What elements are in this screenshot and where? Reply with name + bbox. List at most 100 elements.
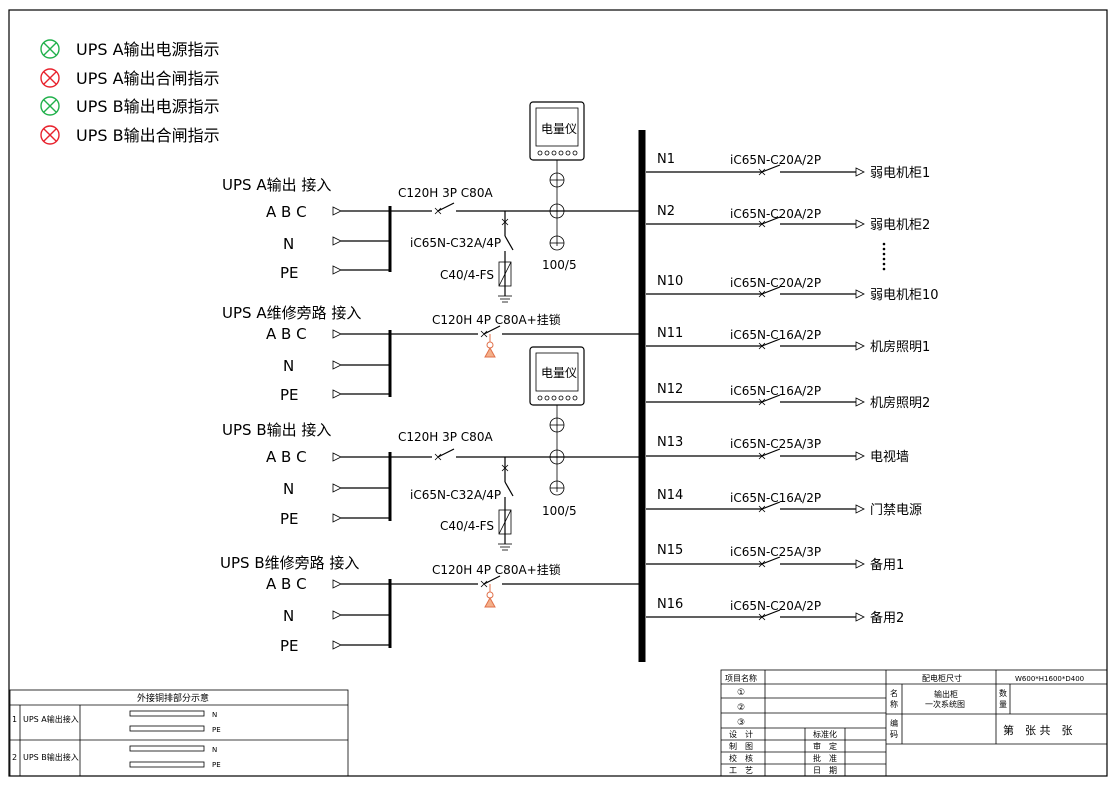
indicator-lamp-icon xyxy=(40,39,60,59)
input-title: UPS B维修旁路 接入 xyxy=(220,554,359,572)
cabinet-size-label: 配电柜尺寸 xyxy=(922,673,962,683)
feeder-breaker-label: iC65N-C20A/2P xyxy=(730,599,821,613)
terminal-arrow-icon xyxy=(855,397,865,407)
terminal-arrow-icon xyxy=(332,579,342,589)
input-ups-b-bypass: UPS B维修旁路 接入 A B C N PE C120H 4P C80A+挂锁 xyxy=(220,554,640,655)
breaker-label: C120H 4P C80A+挂锁 xyxy=(432,562,561,577)
busbar-strip xyxy=(129,710,205,717)
feeder-load: 机房照明2 xyxy=(870,395,930,411)
input-title: UPS B输出 接入 xyxy=(222,421,331,439)
phase-label-abc: A B C xyxy=(266,203,307,221)
power-meter-icon xyxy=(529,101,585,161)
phase-label-n: N xyxy=(283,357,294,375)
spd-label: C40/4-FS xyxy=(440,519,494,533)
legend-label: UPS A输出电源指示 xyxy=(76,40,220,59)
project-name-label: 项目名称 xyxy=(725,673,757,683)
feeder-id: N12 xyxy=(657,382,683,397)
role-label: 工 艺 xyxy=(729,766,753,775)
sketch-row-pe: PE xyxy=(212,726,221,734)
title-row-num: ③ xyxy=(737,718,745,728)
sketch-row-n: N xyxy=(212,746,217,754)
name-label: 名 xyxy=(890,688,898,698)
terminal-arrow-icon xyxy=(332,452,342,462)
role-label: 批 准 xyxy=(813,753,837,763)
terminal-arrow-icon xyxy=(855,167,865,177)
indicator-lamp-icon xyxy=(40,125,60,145)
spd-label: C40/4-FS xyxy=(440,268,494,282)
feeder-id: N2 xyxy=(657,204,675,219)
input-ups-a-output: UPS A输出 接入 A B C N PE C120H 3P C80A iC65 xyxy=(222,101,640,303)
feeder-id: N16 xyxy=(657,597,683,612)
role-label: 日 期 xyxy=(813,766,837,775)
current-transformer-icon xyxy=(549,449,565,465)
indicator-lamp-icon xyxy=(40,68,60,88)
current-transformer-icon xyxy=(549,203,565,219)
feeder-id: N13 xyxy=(657,435,683,450)
input-ups-b-output: UPS B输出 接入 A B C N PE C120H 3P C80A iC65… xyxy=(222,346,640,551)
phase-label-abc: A B C xyxy=(266,575,307,593)
drawing-frame xyxy=(8,9,1108,777)
phase-label-n: N xyxy=(283,480,294,498)
role-label: 校 核 xyxy=(729,753,753,763)
feeder-load: 电视墙 xyxy=(870,450,909,465)
terminal-arrow-icon xyxy=(332,329,342,339)
terminal-arrow-icon xyxy=(332,513,342,523)
feeder-breaker-label: iC65N-C20A/2P xyxy=(730,276,821,290)
feeder-load: 弱电机柜10 xyxy=(870,288,939,303)
feeder-n10: N10 iC65N-C20A/2P 弱电机柜10 xyxy=(646,274,939,303)
title-block: 项目名称 ① ② ③ 设 计 制 图 校 核 工 艺 标准化 审 定 批 准 日… xyxy=(720,669,1108,777)
meter-label: 电量仪 xyxy=(541,366,577,380)
legend-label: UPS A输出合闸指示 xyxy=(76,69,220,88)
qty-label: 数 xyxy=(999,688,1007,698)
terminal-arrow-icon xyxy=(332,236,342,246)
indicator-legend: UPS A输出电源指示 UPS A输出合闸指示 UPS B输出电源指示 UPS … xyxy=(40,39,220,145)
legend-label: UPS B输出电源指示 xyxy=(76,97,220,116)
spd-breaker-label: iC65N-C32A/4P xyxy=(410,488,501,502)
feeder-breaker-label: iC65N-C16A/2P xyxy=(730,328,821,342)
sketch-row-no: 1 xyxy=(12,715,17,724)
breaker-label: C120H 4P C80A+挂锁 xyxy=(432,312,561,327)
spd-breaker-label: iC65N-C32A/4P xyxy=(410,236,501,250)
ct-ratio-label: 100/5 xyxy=(542,504,577,518)
feeder-n16: N16 iC65N-C20A/2P 备用2 xyxy=(646,597,904,626)
feeder-load: 门禁电源 xyxy=(870,503,922,518)
feeder-breaker-label: iC65N-C25A/3P xyxy=(730,437,821,451)
busbar-sketch-table: 外接铜排部分示意 1 UPS A输出接入 N PE 2 UPS B输出接入 N … xyxy=(9,689,349,777)
feeder-breaker-label: iC65N-C20A/2P xyxy=(730,207,821,221)
breaker-label: C120H 3P C80A xyxy=(398,430,493,444)
sketch-row-pe: PE xyxy=(212,761,221,769)
feeder-load: 机房照明1 xyxy=(870,339,930,355)
drawing-name: 输出柜 xyxy=(934,689,958,699)
breaker-cross-icon xyxy=(501,218,509,226)
code-label: 码 xyxy=(890,730,898,739)
feeder-id: N15 xyxy=(657,543,683,558)
phase-label-pe: PE xyxy=(280,510,299,528)
feeder-breaker-label: iC65N-C16A/2P xyxy=(730,384,821,398)
feeder-load: 备用1 xyxy=(870,557,904,573)
phase-label-abc: A B C xyxy=(266,448,307,466)
role-label: 审 定 xyxy=(813,741,837,751)
terminal-arrow-icon xyxy=(332,265,342,275)
phase-label-abc: A B C xyxy=(266,325,307,343)
feeder-breaker-label: iC65N-C25A/3P xyxy=(730,545,821,559)
feeder-id: N14 xyxy=(657,488,683,503)
input-title: UPS A输出 接入 xyxy=(222,176,331,194)
ground-icon xyxy=(498,543,512,551)
sketch-row-name: UPS A输出接入 xyxy=(23,714,79,724)
meter-label: 电量仪 xyxy=(541,122,577,136)
role-label: 设 计 xyxy=(729,729,753,739)
current-transformer-icon xyxy=(549,417,565,433)
role-label: 制 图 xyxy=(729,741,753,751)
terminal-arrow-icon xyxy=(855,289,865,299)
terminal-arrow-icon xyxy=(855,612,865,622)
terminal-arrow-icon xyxy=(332,483,342,493)
legend-label: UPS B输出合闸指示 xyxy=(76,126,220,145)
phase-label-pe: PE xyxy=(280,386,299,404)
ground-icon xyxy=(498,295,512,303)
terminal-arrow-icon xyxy=(855,219,865,229)
current-transformer-icon xyxy=(549,480,565,496)
feeder-breaker-label: iC65N-C20A/2P xyxy=(730,153,821,167)
busbar-strip xyxy=(129,725,205,732)
feeder-n1: N1 iC65N-C20A/2P 弱电机柜1 xyxy=(646,152,930,181)
cabinet-size-value: W600*H1600*D400 xyxy=(1015,675,1084,683)
